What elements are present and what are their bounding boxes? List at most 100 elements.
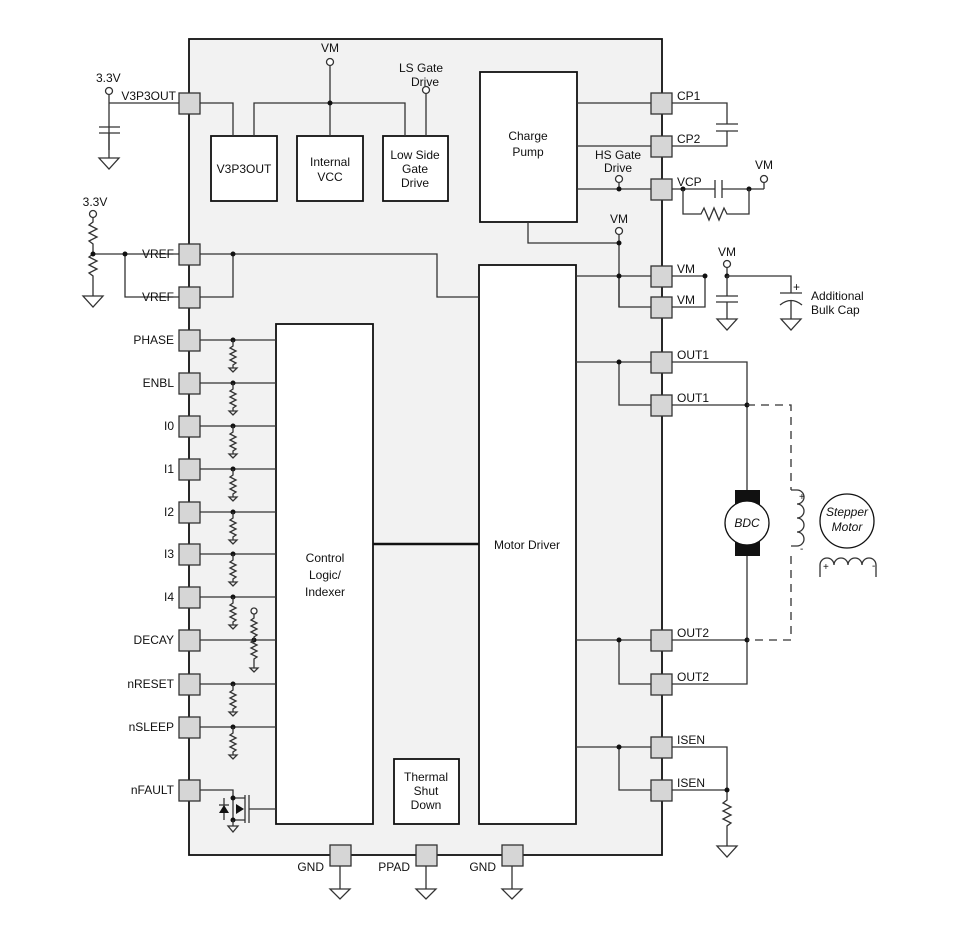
pin-label-i4: I4 — [164, 590, 174, 604]
coil-b-plus: + — [823, 562, 829, 573]
vcp-resistor-icon — [682, 189, 750, 222]
pin-label-isen: ISEN — [677, 776, 705, 790]
pin-layer: V3P3OUTVREFVREFPHASEENBLI0I1I2I3I4DECAYn… — [121, 89, 709, 874]
pin-isen — [650, 736, 673, 759]
block-ls-label-3: Drive — [401, 176, 429, 190]
block-internal-vcc-label-2: VCC — [317, 170, 343, 184]
logic-input-wiring — [200, 337, 276, 760]
pulldown-resistor-icon — [227, 469, 239, 502]
pin-vm — [650, 265, 673, 288]
coil-b-minus: - — [872, 561, 875, 572]
pin-vcp — [650, 178, 673, 201]
bulk-cap-label-1: Additional — [811, 289, 864, 303]
rail-label-vm-bulk: VM — [718, 245, 736, 259]
output-wiring: VM + Additional Bulk Cap — [576, 245, 864, 858]
bulk-cap-plus: + — [793, 280, 800, 294]
pin-label-i3: I3 — [164, 547, 174, 561]
bulk-cap-label-2: Bulk Cap — [811, 303, 860, 317]
pin-nfault — [178, 779, 201, 802]
pin-v3p3out — [178, 92, 201, 115]
stepper-label-1: Stepper — [826, 505, 869, 519]
pin-label-vm: VM — [677, 293, 695, 307]
block-tsd-label-1: Thermal — [404, 770, 448, 784]
block-tsd-label-3: Down — [411, 798, 442, 812]
pin-label-gnd: GND — [297, 860, 324, 874]
pin-label-i0: I0 — [164, 419, 174, 433]
pin-cp2 — [650, 135, 673, 158]
internal-supply-wiring: VM LS Gate Drive — [200, 41, 443, 136]
pin-label-vref: VREF — [142, 290, 174, 304]
v3p3out-supply-circuit: 3.3V — [96, 71, 189, 170]
pin-ppad — [415, 844, 438, 867]
pin-label-out1: OUT1 — [677, 391, 709, 405]
rail-label-ls-gate: LS Gate — [399, 61, 443, 75]
pin-label-vref: VREF — [142, 247, 174, 261]
pin-label-ppad: PPAD — [378, 860, 410, 874]
ground-icon — [81, 295, 105, 308]
block-low-side-gate-drive — [382, 135, 449, 202]
ground-icon — [97, 133, 121, 170]
pulldown-resistor-icon — [227, 512, 239, 545]
block-v3p3out — [210, 135, 278, 202]
pin-decay — [178, 629, 201, 652]
pin-label-v3p3out: V3P3OUT — [121, 89, 176, 103]
pin-vref — [178, 286, 201, 309]
pin-out1 — [650, 351, 673, 374]
pulldown-resistor-icon — [227, 684, 239, 717]
charge-pump-wiring: HS Gate Drive VM VM — [527, 102, 773, 308]
vref-divider-circuit: 3.3V — [81, 195, 479, 308]
sense-resistor-icon — [672, 746, 733, 846]
block-ls-label-2: Gate — [402, 162, 428, 176]
pin-cp1 — [650, 92, 673, 115]
pin-label-vcp: VCP — [677, 175, 702, 189]
pulldown-resistor-icon — [227, 727, 239, 760]
block-control-label-1: Control — [306, 551, 345, 565]
pin-out2 — [650, 673, 673, 696]
pulldown-resistor-icon — [227, 554, 239, 587]
pin-i2 — [178, 501, 201, 524]
block-cp-label-1: Charge — [508, 129, 548, 143]
pin-label-decay: DECAY — [134, 633, 174, 647]
pin-label-i2: I2 — [164, 505, 174, 519]
pin-label-nsleep: nSLEEP — [129, 720, 174, 734]
stepper-coil-a-icon — [791, 489, 805, 547]
pin-label-i1: I1 — [164, 462, 174, 476]
divider-resistors-icon — [87, 218, 99, 296]
pin-enbl — [178, 372, 201, 395]
pin-label-isen: ISEN — [677, 733, 705, 747]
pin-nsleep — [178, 716, 201, 739]
pin-i0 — [178, 415, 201, 438]
pin-nreset — [178, 673, 201, 696]
rail-label-vm-vcp: VM — [755, 158, 773, 172]
block-control-label-2: Logic/ — [309, 568, 342, 582]
stepper-label-2: Motor — [832, 520, 864, 534]
nfault-open-drain-fet — [200, 789, 276, 834]
pin-label-out2: OUT2 — [677, 670, 709, 684]
ground-pins — [328, 866, 524, 900]
pin-label-cp2: CP2 — [677, 132, 701, 146]
pin-isen — [650, 779, 673, 802]
block-internal-vcc — [296, 135, 364, 202]
pin-i3 — [178, 543, 201, 566]
pulldown-resistor-icon — [227, 426, 239, 459]
rail-label-vm-internal: VM — [321, 41, 339, 55]
block-internal-vcc-label: Internal — [310, 155, 350, 169]
pin-label-vm: VM — [677, 262, 695, 276]
ground-icon — [715, 845, 739, 858]
pulldown-resistor-icon — [227, 340, 239, 373]
pin-vm — [650, 296, 673, 319]
block-charge-pump — [479, 71, 578, 223]
pin-gnd — [501, 844, 524, 867]
flying-capacitor-icon — [716, 123, 738, 132]
rail-label-hs-drive: Drive — [604, 161, 632, 175]
block-tsd-label-2: Shut — [414, 784, 439, 798]
decay-divider-icon — [248, 614, 260, 673]
pin-label-nreset: nRESET — [127, 677, 174, 691]
pin-i1 — [178, 458, 201, 481]
supply-terminal-icon — [104, 86, 114, 96]
vm-terminal-icon — [325, 57, 335, 67]
pulldown-resistor-icon — [227, 383, 239, 416]
stepper-coil-b-icon — [819, 557, 877, 577]
rail-label-3v3: 3.3V — [96, 71, 121, 85]
rail-label-ls-drive: Drive — [411, 75, 439, 89]
